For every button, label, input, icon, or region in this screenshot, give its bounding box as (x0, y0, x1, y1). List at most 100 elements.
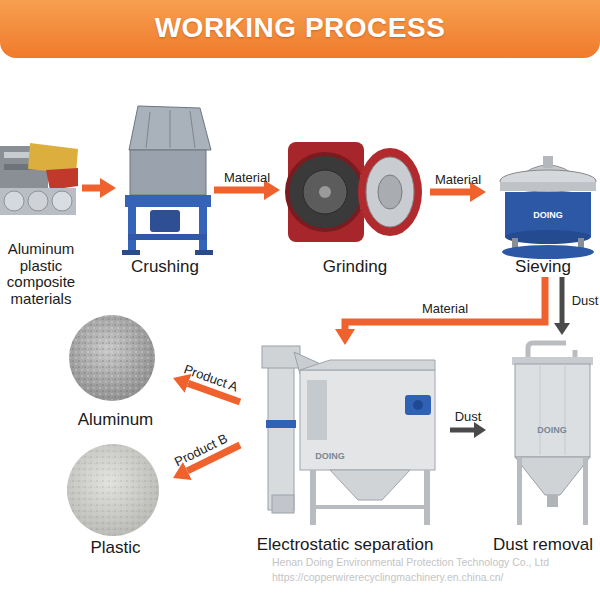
brand-logo: DOING (533, 210, 563, 220)
flow-arrow (430, 189, 470, 196)
metal-pile-part (69, 315, 155, 401)
banner-band (0, 0, 600, 58)
crusher-art-part (125, 195, 211, 207)
mill-art-part (303, 170, 347, 214)
feedstock-collage-part (4, 191, 24, 211)
collector-art-part (517, 457, 522, 525)
process-step: Grinding (280, 135, 430, 277)
banner-title: WORKING PROCESS (0, 0, 600, 56)
metal-pile-part (69, 315, 155, 401)
feedstock-step: Aluminum plastic composite materials (0, 135, 82, 307)
collector-art-part (565, 366, 566, 455)
flow-arrow (345, 277, 545, 329)
mill-art (287, 142, 422, 242)
mill-art-part (287, 154, 363, 230)
crusher-art-part (130, 150, 206, 195)
step-caption: Dust removal (493, 536, 593, 555)
step-caption: Electrostatic separation (257, 536, 434, 555)
step-caption: Crushing (131, 258, 199, 277)
watermark-text: https://copperwirerecyclingmachinery.en.… (272, 571, 504, 583)
flow-label: Product A (182, 361, 240, 394)
mill-art-part (366, 157, 414, 227)
flow-arrow (82, 185, 100, 192)
separator-art-part (300, 370, 435, 470)
separator-art-part (266, 420, 296, 428)
watermark-text: Henan Doing Environmental Protection Tec… (272, 556, 549, 568)
separator-art-part (413, 400, 423, 410)
process-step: Crushing (116, 100, 214, 277)
separator-art-part (272, 495, 294, 513)
separator-art-part (300, 360, 435, 370)
brand-logo: DOING (315, 451, 345, 461)
crusher-art-part (129, 106, 211, 150)
polymer-pile (67, 444, 159, 536)
exhaust-arrow (450, 428, 474, 433)
step-caption: Aluminum plastic composite materials (0, 241, 82, 307)
polymer-pile-part (67, 444, 159, 536)
mill-art-part (358, 148, 422, 236)
product-pile: Plastic (58, 445, 173, 558)
screen-art-part (500, 182, 596, 191)
crusher-art-part (195, 250, 213, 255)
crusher-art-part (122, 250, 140, 255)
separator-art-part (405, 395, 431, 415)
screen-art-part (500, 170, 596, 192)
collector-art-part (583, 457, 588, 525)
crusher-art-part (199, 207, 207, 252)
flow-arrow (214, 187, 264, 194)
exhaust-arrow (560, 277, 565, 323)
separator-art-part (262, 346, 300, 368)
mill-art-part (288, 142, 364, 242)
product-pile: Aluminum (58, 316, 173, 430)
crusher-art-part (190, 111, 195, 148)
polymer-pile-part (67, 444, 159, 536)
collector-art-part (547, 495, 558, 507)
flow-label: Material (224, 170, 270, 185)
connector-group (82, 188, 562, 471)
step-caption: Grinding (323, 258, 387, 277)
brand-logo: DOING (537, 425, 567, 435)
mill-art-part (378, 175, 402, 209)
step-caption: Aluminum (78, 411, 154, 430)
crusher-art (122, 106, 213, 255)
screen-art (500, 156, 596, 259)
collector-art-part (515, 457, 590, 495)
crusher-art-part (150, 210, 180, 232)
separator-art-part (268, 352, 294, 510)
separator-art-part (424, 470, 430, 525)
screen-art-part (543, 156, 553, 168)
process-step: Electrostatic separation (240, 345, 450, 555)
separator-art (262, 346, 435, 525)
crusher-art-part (128, 207, 136, 252)
crusher-art-part (146, 112, 150, 148)
collector-art-part (540, 366, 541, 455)
metal-pile (69, 315, 155, 401)
mill-art-part (319, 186, 331, 198)
flow-label: Material (435, 172, 481, 187)
flow-label: Product B (172, 431, 230, 470)
separator-art-part (310, 470, 316, 525)
feedstock-collage (0, 143, 78, 215)
banner-band-part (0, 0, 600, 58)
crusher-art-part (170, 110, 171, 148)
separator-art-part (330, 470, 410, 500)
process-step: Dust removal (486, 335, 600, 555)
crusher-art-part (128, 234, 207, 240)
step-caption: Sieving (515, 258, 571, 277)
screen-art-part (502, 245, 594, 259)
flow-label: Dust (572, 293, 599, 308)
collector-art-part (515, 364, 590, 457)
collector-art (512, 343, 593, 525)
feedstock-collage-part (52, 191, 72, 211)
feedstock-collage-part (28, 191, 48, 211)
flow-label: Material (422, 301, 468, 316)
separator-art-part (307, 380, 327, 440)
feedstock-collage-part (0, 188, 76, 215)
flow-label: Dust (455, 409, 482, 424)
feedstock-collage-part (46, 168, 78, 190)
